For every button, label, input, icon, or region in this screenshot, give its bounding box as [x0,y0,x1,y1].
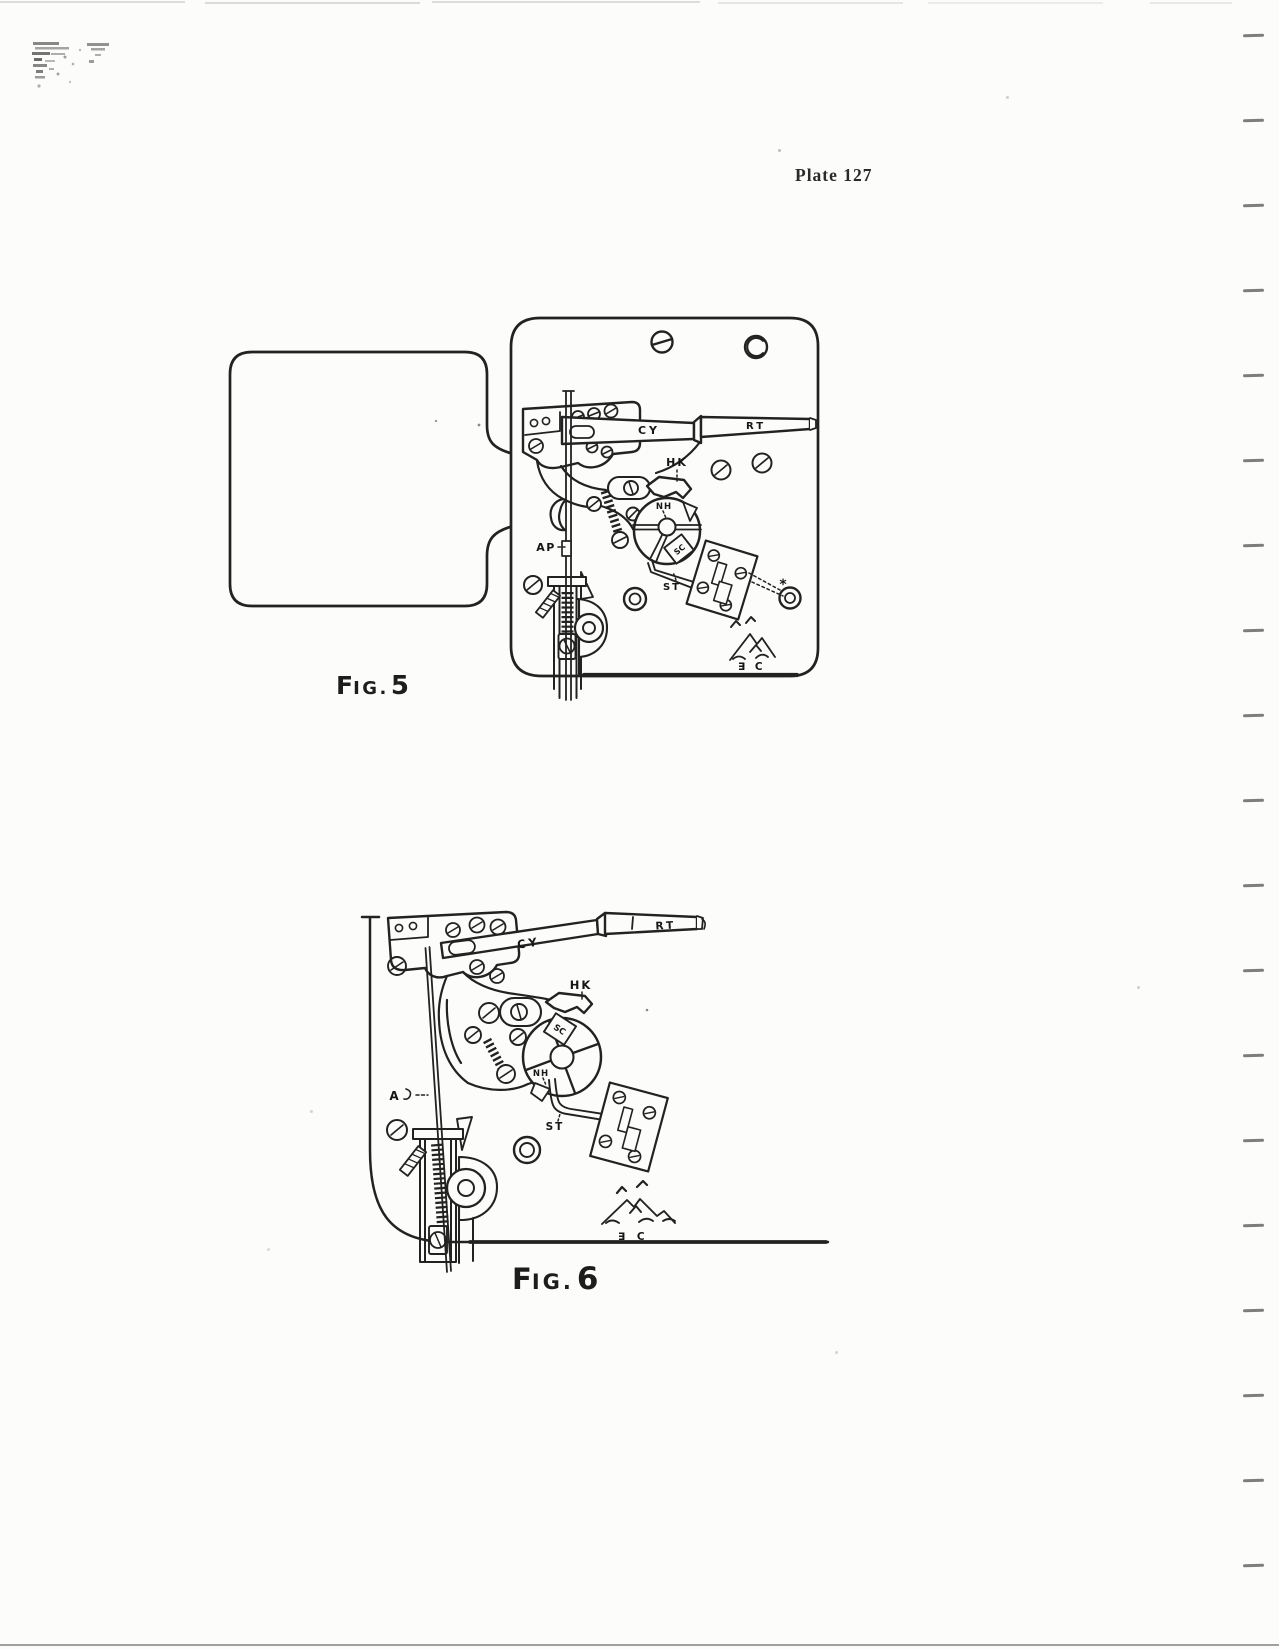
fig5-c-clip-icon [743,334,769,360]
margin-dash [1242,968,1265,972]
fig5-actuator-rod [561,390,575,701]
fig5-rotor-wheel: SC [632,496,702,566]
caption-text: IG. [353,678,389,699]
fig5-label-leaders [557,469,678,581]
scan-speck [778,149,781,152]
fig6-label-cy: CY [516,935,541,952]
margin-dash [1242,1138,1265,1142]
fig5-artist-sketch [729,616,776,661]
fig6-lever-body [437,970,553,1091]
fig5-label-rt: RT [746,421,766,432]
figure6-diagram: SC [360,910,830,1273]
fig6-label-nh: NH [533,1069,549,1079]
fig5-artist-mark: ∃ C [738,661,766,673]
fig5-spring-coil [600,489,629,549]
margin-dash [1242,373,1265,377]
margin-dash [1242,1563,1265,1567]
margin-dash [1242,33,1265,37]
figure5-diagram: SC [228,316,820,701]
fig5-st-lever [647,559,698,590]
fig5-label-hk: HK [666,456,688,469]
fig6-labels: CY RT HK NH A ST ∃ C [389,919,676,1243]
fig5-st-plate [685,539,759,621]
scan-speck [310,1110,313,1113]
fig5-cover-plate [228,350,512,608]
margin-dash [1242,118,1265,122]
scan-speck [1137,986,1140,989]
plate-number-heading: Plate 127 [795,165,873,185]
scan-smudge [32,42,109,88]
figure6-caption: FIG.6 [512,1261,598,1297]
fig6-eyelet [512,1135,542,1165]
fig5-label-cy: CY [638,424,660,437]
margin-dash [1242,1053,1265,1057]
fig5-label-ap: AP [536,541,556,554]
scan-speck [835,1351,838,1354]
fig5-labels: CY RT HK NH AP ST * ∃ C [536,421,787,673]
caption-text: F [512,1262,532,1296]
margin-dash [1242,203,1265,207]
fig6-rotor-wheel: SC [521,1012,603,1102]
fig6-catch-piece [544,991,594,1015]
fig5-label-st: ST [663,582,681,593]
fig5-label-asterisk: * [779,577,787,593]
fig6-st-plate [589,1081,669,1173]
caption-text: 6 [576,1261,599,1297]
margin-dash [1242,713,1265,717]
margin-dash [1242,1393,1265,1397]
margin-dash [1242,1223,1265,1227]
fig6-adjuster-channel [398,1116,499,1264]
fig6-sc-cam: SC [542,1012,578,1046]
fig6-label-a: A [389,1089,399,1103]
caption-text: 5 [390,671,409,701]
fig5-dotted-leads [748,572,784,597]
fig5-plate-screws [523,452,773,595]
caption-text: F [336,671,354,700]
fig5-cylinder-arm [560,414,817,446]
fig6-label-leaders [403,991,583,1122]
fig5-catch-piece [645,475,693,500]
margin-dash [1242,543,1265,547]
margin-dash [1242,798,1265,802]
fig6-actuator-rod [424,946,452,1273]
margin-dash [1242,288,1265,292]
fig6-plate-screw [386,1119,408,1141]
fig6-artist-sketch [601,1179,676,1225]
margin-dash [1242,458,1265,462]
figure5-caption: FIG.5 [336,671,409,701]
fig6-pivot-screws [464,996,543,1046]
fig6-spring-coil [483,1037,516,1084]
margin-dash [1242,628,1265,632]
fig6-artist-mark: ∃ C [618,1231,649,1243]
fig5-eyelet-right [778,586,802,610]
margin-dash [1242,1478,1265,1482]
fig5-sc-cam: SC [663,533,695,565]
caption-text: IG. [531,1270,574,1294]
fig6-label-hk: HK [570,978,593,992]
fig6-label-st: ST [546,1121,565,1133]
fig5-eyelet-mid [622,586,648,612]
scan-speck [1006,96,1009,99]
margin-dash [1242,883,1265,887]
margin-dash [1242,1308,1265,1312]
fig6-label-rt: RT [655,919,676,932]
fig5-label-nh: NH [656,502,672,512]
fig6-cylinder-arm [439,911,706,960]
scan-speck [267,1248,270,1251]
scan-bottom-edge [0,1644,1279,1646]
fig6-st-lever [548,1078,624,1124]
fig5-top-screw-icon [650,330,674,354]
